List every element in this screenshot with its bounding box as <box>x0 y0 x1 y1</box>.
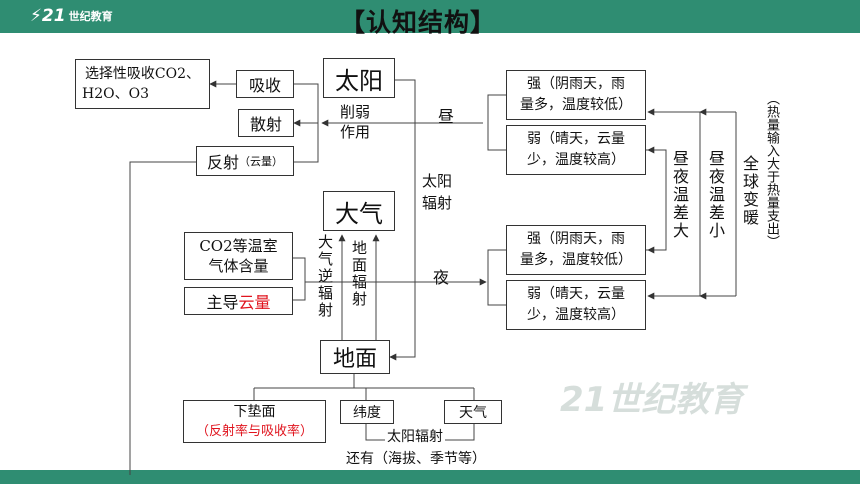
latitude-box: 纬度 <box>340 400 394 424</box>
weaken-line1: 削弱 <box>340 103 371 121</box>
also-factors-label: 还有（海拔、季节等） <box>346 451 486 467</box>
day-strong-line2: 量多，温度较低） <box>520 97 632 113</box>
bottom-solar-radiation-label: 太阳辐射 <box>385 426 445 446</box>
night-weak-line2: 少，温度较高） <box>527 307 625 323</box>
reflect-box: 反射 （云量） <box>196 146 294 176</box>
watermark-logo: 21世纪教育 <box>560 380 744 420</box>
greenhouse-line2: 气体含量 <box>208 257 269 275</box>
night-label: 夜 <box>433 268 450 287</box>
weaken-label: 削弱 作用 <box>340 102 370 142</box>
absorb-box: 吸收 <box>236 70 294 98</box>
ground-radiation-label: 地面辐射 <box>350 240 368 308</box>
night-strong-line2: 量多，温度较低） <box>520 252 632 268</box>
big-range-label: 昼夜温差大 <box>670 150 689 240</box>
absorb-target-box: 选择性吸收CO2、 H2O、O3 <box>75 59 210 109</box>
absorb-target-line2: H2O、O3 <box>82 86 149 102</box>
night-strong-box: 强（阴雨天，雨 量多，温度较低） <box>506 225 646 275</box>
absorb-target-line1: 选择性吸收CO2、 <box>84 66 201 82</box>
day-strong-line1: 强（阴雨天，雨 <box>527 76 625 92</box>
dominant-prefix: 主导 <box>206 293 239 312</box>
underlying-sublabel: （反射率与吸收率） <box>195 423 313 439</box>
reflect-sublabel: （云量） <box>239 155 283 168</box>
underlying-surface-box: 下垫面 （反射率与吸收率） <box>183 400 326 443</box>
logo-text: 世纪教育 <box>68 10 113 23</box>
day-strong-box: 强（阴雨天，雨 量多，温度较低） <box>506 70 646 120</box>
dominant-factor-box: 主导云量 <box>184 287 293 315</box>
night-weak-line1: 弱（晴天，云量 <box>527 286 625 302</box>
day-weak-box: 弱（晴天，云量 少，温度较高） <box>506 125 646 175</box>
logo-mark: ⚡21 <box>30 6 66 26</box>
weather-box: 天气 <box>444 400 502 424</box>
greenhouse-line1: CO2等温室 <box>199 237 278 255</box>
day-label: 昼 <box>438 107 455 126</box>
bottom-banner <box>0 470 860 484</box>
day-weak-line2: 少，温度较高） <box>527 152 625 168</box>
reflect-label: 反射 <box>206 153 239 172</box>
atm-counter-radiation-label: 大气逆辐射 <box>316 234 334 319</box>
heat-balance-label: （热量输入大于热量支出） <box>764 92 779 248</box>
top-banner: ⚡21 世纪教育 <box>0 0 860 33</box>
ground-box: 地面 <box>320 340 390 374</box>
dominant-cloud: 云量 <box>238 293 271 312</box>
solar-radiation-label: 太阳 辐射 <box>422 170 452 214</box>
atmosphere-box: 大气 <box>323 191 395 231</box>
night-weak-box: 弱（晴天，云量 少，温度较高） <box>506 280 646 330</box>
scatter-box: 散射 <box>238 109 294 137</box>
sun-box: 太阳 <box>323 58 395 98</box>
greenhouse-gas-box: CO2等温室 气体含量 <box>184 232 293 280</box>
brand-logo: ⚡21 世纪教育 <box>30 5 113 27</box>
weaken-line2: 作用 <box>340 123 371 141</box>
small-range-label: 昼夜温差小 <box>706 150 725 240</box>
night-strong-line1: 强（阴雨天，雨 <box>527 231 625 247</box>
page-title: 【认知结构】 <box>340 8 497 37</box>
underlying-label: 下垫面 <box>233 403 276 420</box>
solar-rad-line1: 太阳 <box>422 172 453 190</box>
warming-label: 全球变暖 <box>740 155 759 227</box>
day-weak-line1: 弱（晴天，云量 <box>527 131 625 147</box>
solar-rad-line2: 辐射 <box>422 194 453 212</box>
